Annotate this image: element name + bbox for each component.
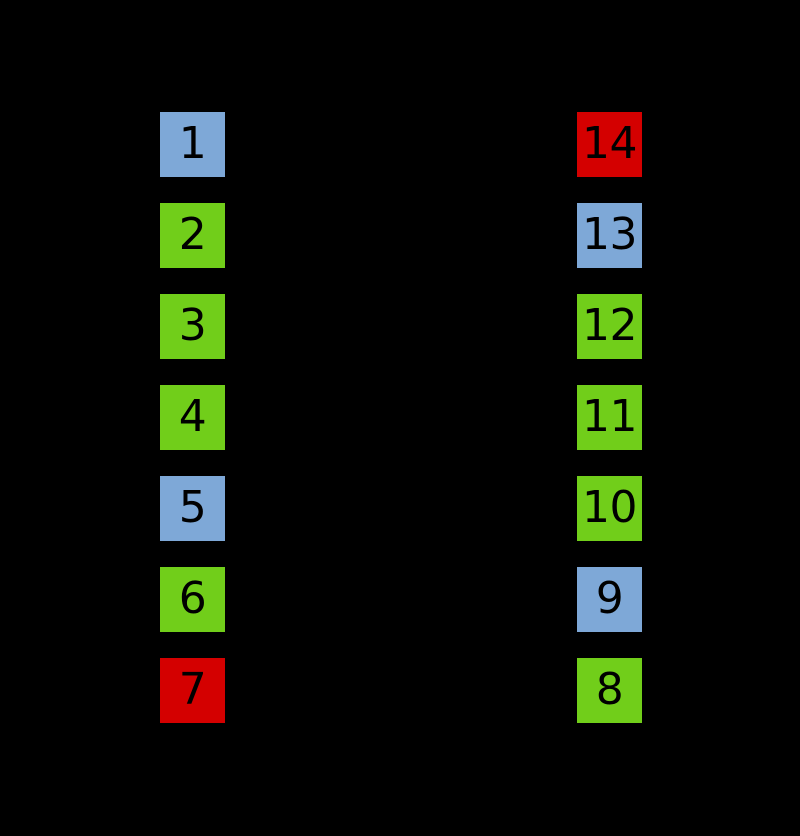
node-14[interactable]: 14 xyxy=(577,112,642,177)
node-4[interactable]: 4 xyxy=(160,385,225,450)
node-label: 14 xyxy=(582,117,638,169)
node-label: 13 xyxy=(582,208,638,260)
node-label: 2 xyxy=(178,208,207,260)
node-label: 6 xyxy=(178,572,207,624)
node-6[interactable]: 6 xyxy=(160,567,225,632)
node-1[interactable]: 1 xyxy=(160,112,225,177)
right-column: 14 13 12 11 10 9 8 xyxy=(577,112,642,723)
node-9[interactable]: 9 xyxy=(577,567,642,632)
node-13[interactable]: 13 xyxy=(577,203,642,268)
node-label: 10 xyxy=(582,481,638,533)
node-label: 12 xyxy=(582,299,638,351)
node-label: 11 xyxy=(582,390,638,442)
node-label: 1 xyxy=(178,117,207,169)
node-11[interactable]: 11 xyxy=(577,385,642,450)
node-10[interactable]: 10 xyxy=(577,476,642,541)
node-12[interactable]: 12 xyxy=(577,294,642,359)
node-5[interactable]: 5 xyxy=(160,476,225,541)
node-label: 4 xyxy=(178,390,207,442)
left-column: 1 2 3 4 5 6 7 xyxy=(160,112,225,723)
node-label: 9 xyxy=(595,572,624,624)
node-8[interactable]: 8 xyxy=(577,658,642,723)
node-7[interactable]: 7 xyxy=(160,658,225,723)
node-label: 7 xyxy=(178,663,207,715)
node-2[interactable]: 2 xyxy=(160,203,225,268)
node-3[interactable]: 3 xyxy=(160,294,225,359)
node-label: 8 xyxy=(595,663,624,715)
node-label: 3 xyxy=(178,299,207,351)
node-label: 5 xyxy=(178,481,207,533)
